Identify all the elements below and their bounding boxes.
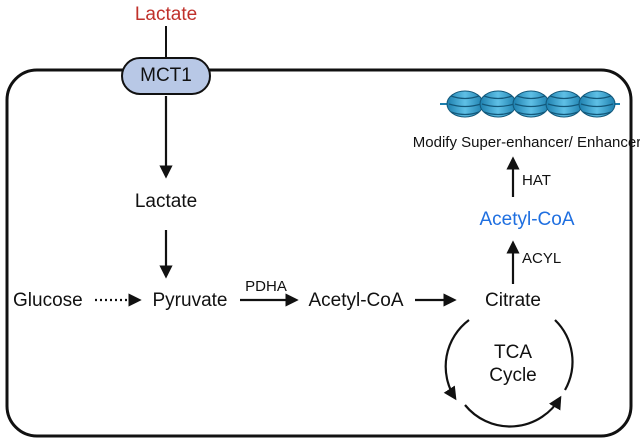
modify-enhancer-label: Modify Super-enhancer/ Enhancer: [412, 134, 640, 151]
mct1-label: MCT1: [140, 65, 192, 86]
lactate-outside-label: Lactate: [134, 4, 198, 25]
cell-membrane: [5, 68, 633, 438]
citrate-label: Citrate: [485, 290, 541, 311]
glucose-label: Glucose: [13, 290, 83, 311]
tca-cycle-arc: [443, 319, 470, 401]
hat-label: HAT: [522, 172, 551, 189]
nuclear-acetyl-coa-label: Acetyl-CoA: [479, 209, 575, 230]
tca-line-1: TCA: [493, 342, 532, 363]
mct1-transporter: [121, 57, 211, 95]
tca-line-2: Cycle: [489, 364, 537, 386]
tca-cycle-arc-bottom: [464, 395, 562, 428]
acetyl-coa-label: Acetyl-CoA: [308, 290, 404, 311]
tca-cycle-arc-right: [554, 319, 574, 391]
acyl-label: ACYL: [522, 250, 562, 267]
pyruvate-label: Pyruvate: [152, 290, 228, 311]
nucleosome-icon: [440, 90, 620, 118]
lactate-inside-label: Lactate: [134, 191, 198, 212]
tca-cycle-label: TCA Cycle: [489, 342, 537, 388]
pdha-label: PDHA: [245, 278, 287, 295]
